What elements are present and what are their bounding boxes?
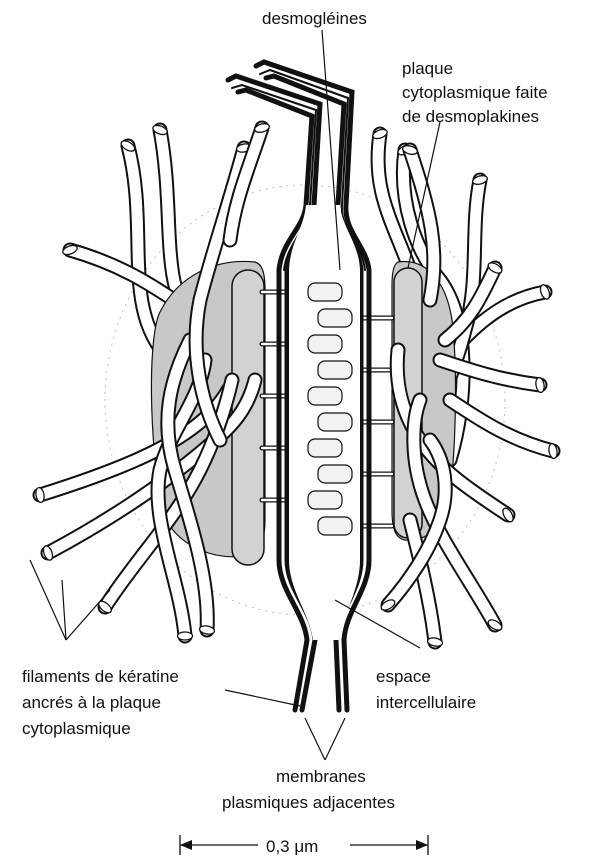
label-filaments-line2: ancrés à la plaque	[22, 693, 161, 712]
label-plaque-line1: plaque	[402, 59, 453, 78]
label-plaque-line2: cytoplasmique faite	[402, 83, 548, 102]
keratin-filament-front-6	[230, 122, 270, 240]
desmoglein-bead-6	[308, 439, 342, 457]
label-espace-line2: intercellulaire	[376, 693, 476, 712]
desmoglein-bead-8	[308, 491, 342, 509]
scale-bar-label: 0,3 μm	[266, 837, 318, 856]
leader-filaments-c	[30, 560, 66, 640]
label-membranes-line1: membranes	[276, 767, 366, 786]
leader-filaments-membrane	[225, 690, 300, 706]
label-filaments-line1: filaments de kératine	[22, 667, 179, 686]
desmoglein-bead-1	[318, 309, 352, 327]
leader-filaments-b	[66, 590, 110, 640]
label-membranes-line2: plasmiques adjacentes	[222, 793, 395, 812]
label-espace-line1: espace	[376, 667, 431, 686]
desmoglein-bead-9	[318, 517, 352, 535]
desmoglein-bead-0	[308, 283, 342, 301]
desmoglein-bead-7	[318, 465, 352, 483]
desmoglein-bead-3	[318, 361, 352, 379]
desmoglein-bead-2	[308, 335, 342, 353]
label-plaque-line3: de desmoplakines	[402, 107, 539, 126]
leader-membrane-a	[305, 718, 325, 760]
keratin-filament-front-13	[450, 400, 558, 459]
label-filaments-line3: cytoplasmique	[22, 719, 131, 738]
desmoglein-bead-5	[318, 413, 352, 431]
leader-membrane-b	[325, 718, 345, 760]
label-desmogleines: desmogléines	[262, 9, 367, 28]
desmoglein-bead-4	[308, 387, 342, 405]
